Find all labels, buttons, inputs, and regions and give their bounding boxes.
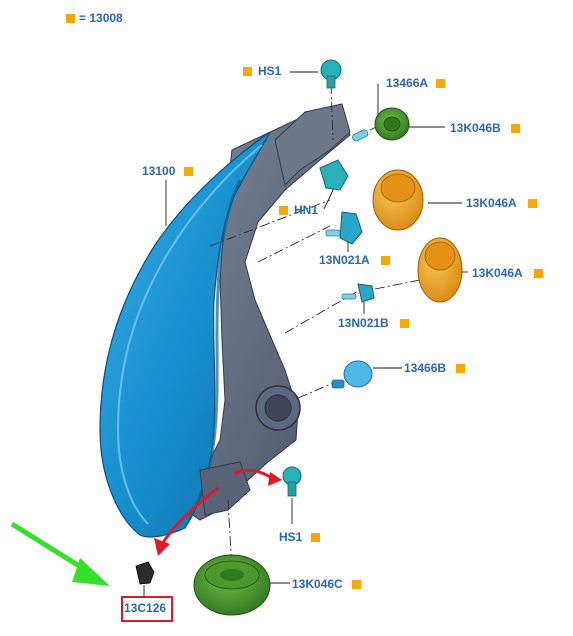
label-13k046a-lower[interactable]: 13K046A <box>472 266 523 280</box>
clip-13c126 <box>135 561 155 585</box>
cap-13k046b <box>374 107 410 141</box>
label-13k046c[interactable]: 13K046C <box>292 577 343 591</box>
arrowhead-down-icon <box>154 538 170 556</box>
orange-square-icon <box>184 167 193 176</box>
arrowhead-right-icon <box>268 472 282 486</box>
orange-square-icon <box>243 67 252 76</box>
orange-square-icon <box>66 14 75 23</box>
bulb-13466a <box>352 129 369 142</box>
orange-square-icon <box>534 269 543 278</box>
bulb-13466b <box>331 360 373 389</box>
label-13k046a-upper[interactable]: 13K046A <box>466 196 517 210</box>
label-13c126[interactable]: 13C126 <box>124 601 167 615</box>
orange-square-icon <box>311 533 320 542</box>
hs1-bottom-screw <box>282 466 302 497</box>
orange-square-icon <box>436 79 445 88</box>
label-hs1-bottom[interactable]: HS1 <box>279 530 303 544</box>
green-arrow-icon <box>10 521 110 586</box>
label-hs1-top[interactable]: HS1 <box>258 64 282 78</box>
label-13n021a[interactable]: 13N021A <box>319 253 370 267</box>
label-13k046b[interactable]: 13K046B <box>450 121 501 135</box>
label-13n021b[interactable]: 13N021B <box>338 316 389 330</box>
orange-square-icon <box>279 206 288 215</box>
label-13466a[interactable]: 13466A <box>386 76 429 90</box>
socket-13n021b <box>341 283 375 303</box>
orange-square-icon <box>456 364 465 373</box>
header-code: = 13008 <box>79 11 123 25</box>
hs1-top-screw <box>320 59 342 89</box>
orange-square-icon <box>400 319 409 328</box>
hn1-part <box>319 159 349 191</box>
label-13100[interactable]: 13100 <box>142 164 176 178</box>
orange-square-icon <box>381 256 390 265</box>
label-hn1[interactable]: HN1 <box>294 203 319 217</box>
highlight-box <box>121 596 173 622</box>
cap-13k046a-upper <box>372 169 424 231</box>
orange-square-icon <box>511 124 520 133</box>
orange-square-icon <box>528 199 537 208</box>
cap-13k046a-lower <box>417 237 463 303</box>
label-13466b[interactable]: 13466B <box>404 361 447 375</box>
orange-square-icon <box>352 580 361 589</box>
mounting-bracket <box>274 103 351 186</box>
socket-13n021a <box>325 211 363 245</box>
lower-mount <box>199 461 251 516</box>
cap-13k046c <box>193 554 271 616</box>
